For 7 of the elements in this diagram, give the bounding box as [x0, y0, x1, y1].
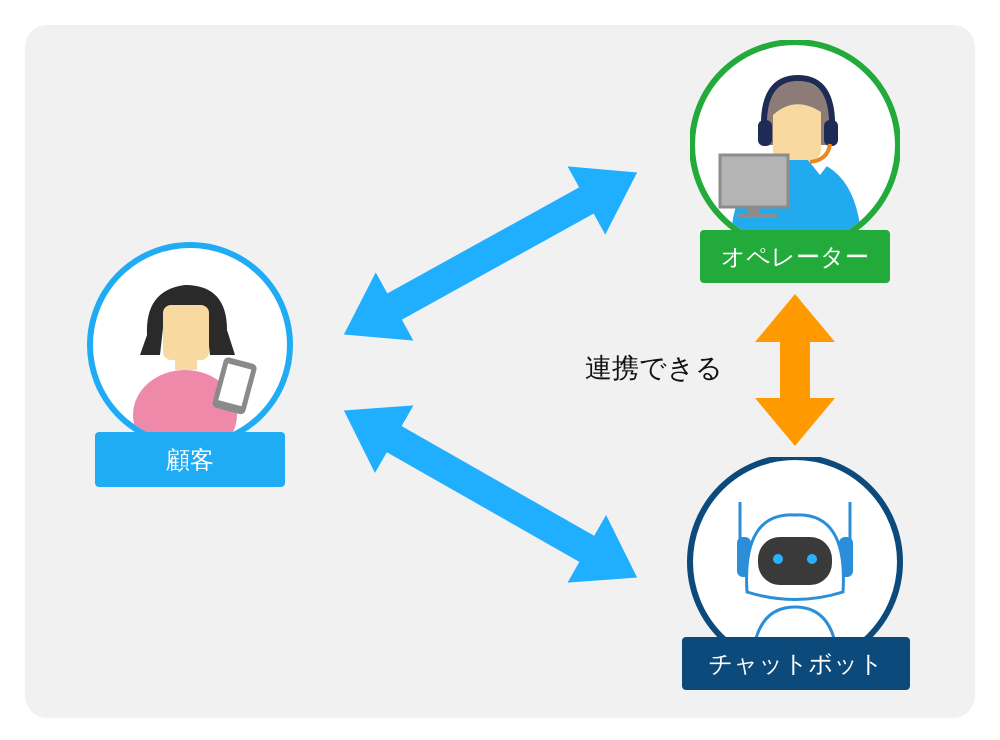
name-tag: チャットボット	[682, 637, 910, 690]
double-arrow	[755, 294, 835, 446]
double-arrow	[344, 405, 638, 583]
name-tag: オペレーター	[700, 230, 890, 283]
name-tag: 顧客	[95, 432, 285, 487]
double-arrow	[344, 166, 638, 341]
edge-label: 連携できる	[585, 352, 723, 386]
